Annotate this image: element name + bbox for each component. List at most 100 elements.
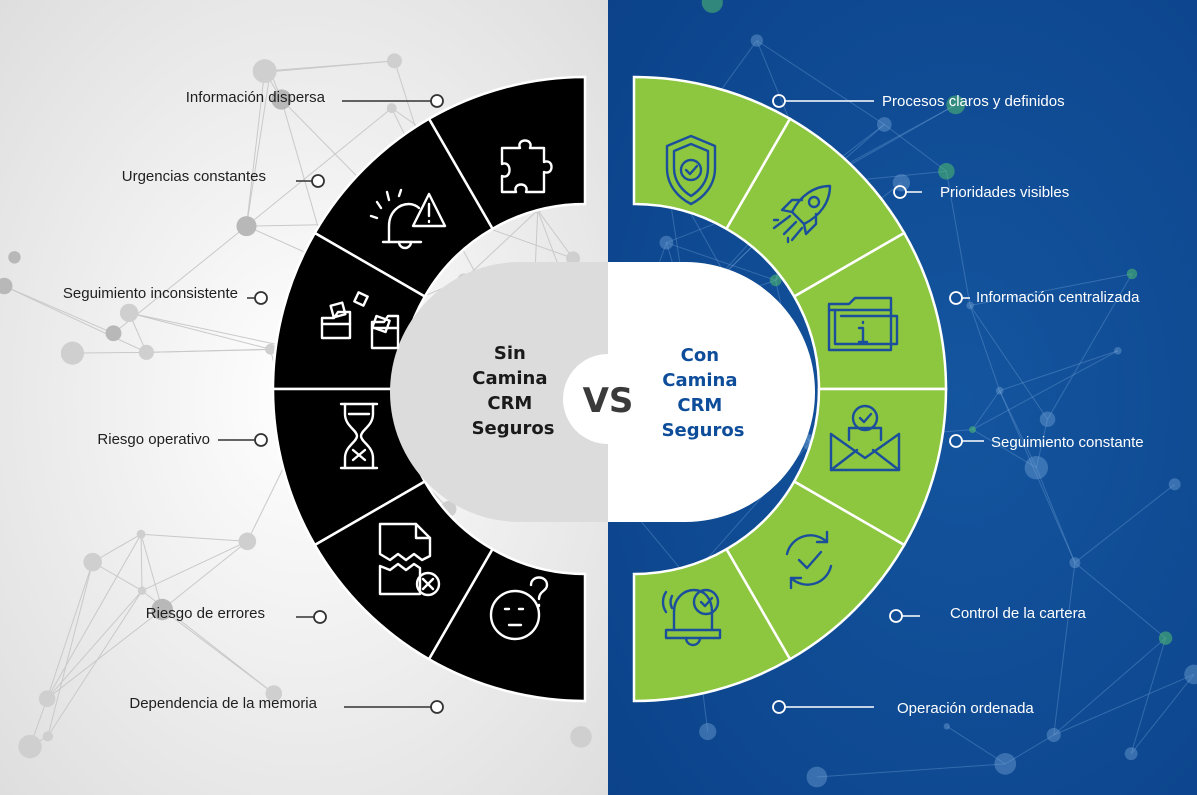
network-node (265, 343, 276, 355)
right-label: Seguimiento constante (991, 434, 1144, 451)
left-title-line: Camina (472, 368, 547, 389)
connector-dot (313, 610, 327, 624)
network-node (946, 95, 966, 115)
vs-circle (563, 354, 653, 444)
network-node (136, 529, 146, 539)
network-line (140, 534, 143, 591)
right-connectors (772, 94, 984, 714)
bell-check-icon (661, 588, 722, 647)
network-line (246, 107, 393, 227)
network-line (816, 763, 1006, 778)
left-title-line: CRM (487, 393, 532, 414)
left-label: Riesgo operativo (97, 431, 210, 448)
network-node (38, 690, 56, 708)
right-title-line: Seguros (662, 420, 745, 441)
network-line (92, 533, 142, 563)
network-line (46, 609, 163, 700)
network-line (463, 209, 539, 280)
right-label: Control de la cartera (950, 605, 1087, 622)
network-line (756, 40, 885, 125)
left-label: Información dispersa (186, 89, 326, 106)
connector-dot (254, 433, 268, 447)
network-line (1005, 734, 1055, 765)
network-node (995, 386, 1004, 395)
connector-dot (430, 94, 444, 108)
network-line (1053, 673, 1195, 736)
network-line (999, 350, 1118, 392)
connector-dot (430, 700, 444, 714)
network-node (386, 53, 402, 69)
network-line (1047, 273, 1133, 420)
network-node (566, 251, 581, 266)
network-node (969, 426, 976, 434)
network-line (1035, 467, 1076, 563)
left-connectors (218, 94, 444, 714)
network-node (659, 235, 674, 250)
center-pill: VS (390, 262, 815, 522)
network-line (945, 171, 971, 306)
left-label: Urgencias constantes (122, 168, 266, 185)
left-title: Sin Camina CRM Seguros (472, 343, 555, 439)
rocket-icon (772, 184, 832, 244)
center-pill-right (608, 262, 815, 522)
network-node (570, 726, 592, 748)
network-line (999, 390, 1076, 563)
left-label: Seguimiento inconsistente (63, 285, 238, 302)
network-node (236, 216, 257, 237)
connector-dot (254, 291, 268, 305)
network-node (1158, 631, 1173, 645)
connector-dot (311, 174, 325, 188)
shield-check-icon (665, 134, 717, 206)
network-node (18, 734, 42, 759)
network-line (264, 60, 395, 72)
right-title-line: Con (681, 345, 719, 366)
left-label: Dependencia de la memoria (129, 695, 317, 712)
network-node (876, 117, 892, 132)
right-label: Procesos claros y definidos (882, 93, 1065, 110)
alarm-bell-warning-icon (369, 188, 447, 250)
network-line (970, 273, 1133, 306)
folder-info-icon (827, 296, 899, 352)
network-line (969, 305, 1048, 420)
network-node (42, 731, 53, 742)
scattered-folders-icon (320, 291, 400, 350)
network-line (1053, 562, 1076, 736)
network-line (72, 351, 147, 354)
network-line (946, 725, 1006, 765)
network-line (972, 350, 1119, 431)
network-node (938, 162, 955, 180)
network-node (1046, 727, 1061, 743)
network-line (128, 312, 298, 350)
refresh-check-icon (785, 530, 833, 590)
network-line (140, 534, 163, 610)
network-line (972, 390, 1001, 430)
right-title: Con Camina CRM Seguros (662, 345, 745, 441)
network-node (105, 325, 122, 342)
vs-label: VS (583, 381, 634, 421)
network-line (1053, 637, 1166, 736)
network-line (141, 533, 248, 542)
envelope-check-icon (829, 404, 901, 472)
network-line (969, 305, 1001, 391)
network-line (161, 540, 248, 610)
network-node (8, 251, 21, 264)
network-node (1168, 478, 1181, 491)
network-line (245, 71, 266, 227)
network-node (966, 301, 974, 310)
network-node (1124, 747, 1138, 761)
network-line (999, 390, 1037, 468)
network-node (1184, 664, 1197, 685)
network-node (769, 274, 782, 287)
network-line (141, 540, 248, 592)
hourglass-x-icon (339, 402, 379, 470)
left-title-line: Sin (494, 343, 526, 364)
network-node (701, 0, 723, 13)
network-node (137, 586, 147, 595)
torn-document-x-icon (378, 522, 441, 597)
network-line (1074, 483, 1175, 564)
network-line (4, 285, 114, 334)
network-node (119, 303, 139, 323)
network-line (46, 533, 142, 699)
puzzle-piece-icon (500, 139, 553, 194)
